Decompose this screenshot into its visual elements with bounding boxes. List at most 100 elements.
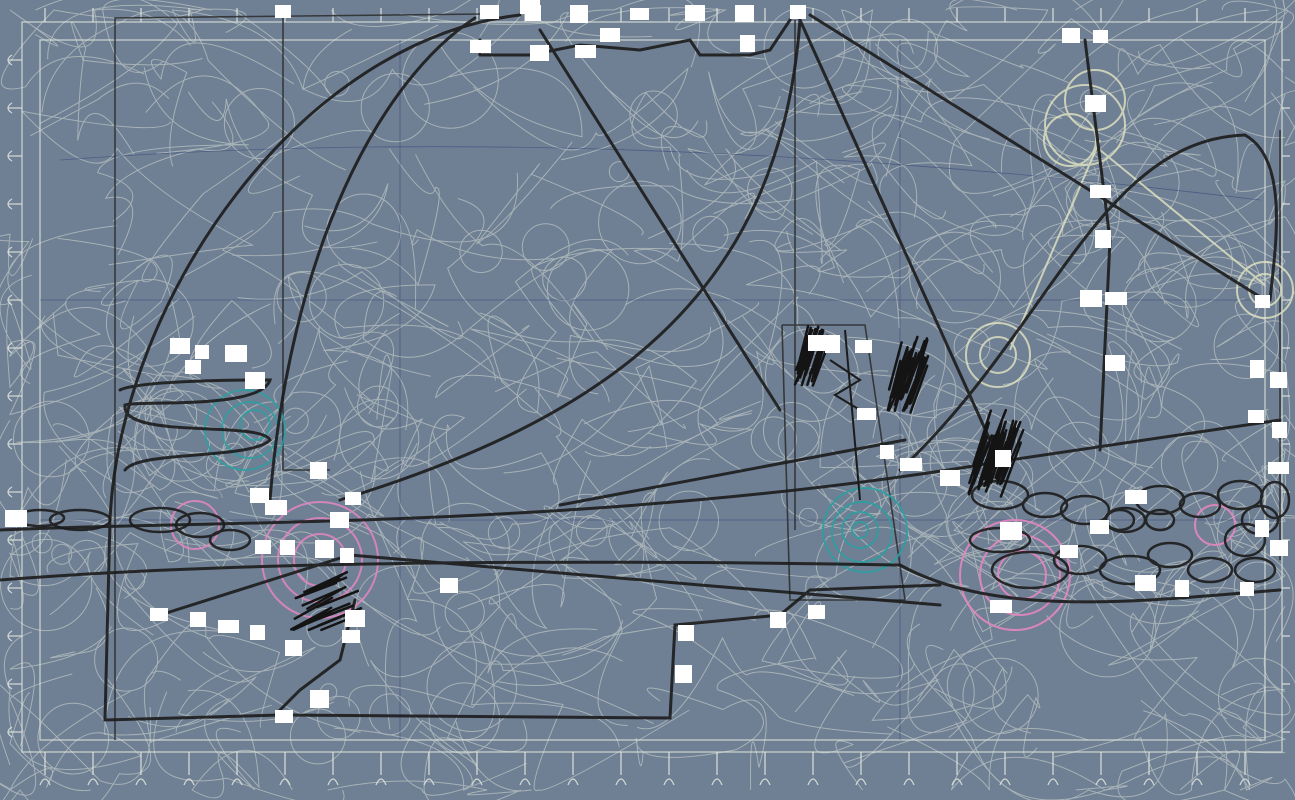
connection-node[interactable]: [330, 512, 349, 528]
connection-node[interactable]: [1090, 520, 1109, 534]
scribble-loop: [105, 278, 194, 367]
scribble-stroke: [102, 0, 212, 73]
connection-node[interactable]: [275, 710, 293, 723]
scribble-stroke: [871, 97, 1074, 229]
connection-node[interactable]: [1268, 462, 1289, 474]
connection-node[interactable]: [275, 5, 291, 18]
connection-nodes[interactable]: [5, 0, 1289, 723]
connection-node[interactable]: [1270, 540, 1288, 556]
connection-node[interactable]: [990, 600, 1012, 613]
connection-node[interactable]: [880, 445, 894, 459]
connection-node[interactable]: [1060, 545, 1078, 558]
hatch-stroke: [887, 364, 910, 412]
connection-node[interactable]: [480, 5, 499, 19]
connection-node[interactable]: [1125, 490, 1147, 504]
scribble-stroke: [697, 296, 818, 472]
connection-node[interactable]: [855, 340, 872, 353]
connection-node[interactable]: [310, 462, 327, 479]
connection-node[interactable]: [250, 625, 265, 640]
connection-node[interactable]: [520, 0, 540, 14]
connection-node[interactable]: [808, 605, 825, 619]
connection-node[interactable]: [185, 360, 201, 374]
connection-node[interactable]: [218, 620, 239, 633]
connection-node[interactable]: [310, 690, 329, 708]
connection-node[interactable]: [1272, 422, 1287, 438]
hatch-stroke: [1000, 428, 1025, 485]
connection-node[interactable]: [678, 625, 694, 641]
scribble-stroke: [370, 527, 501, 678]
connection-node[interactable]: [150, 608, 168, 621]
scribble-stroke: [435, 325, 573, 400]
scribble-loop: [1059, 580, 1157, 678]
connection-node[interactable]: [770, 612, 786, 628]
scribble-stroke: [187, 91, 378, 249]
connection-node[interactable]: [735, 5, 754, 22]
connection-node[interactable]: [1093, 30, 1108, 43]
connection-node[interactable]: [1270, 372, 1287, 388]
connection-node[interactable]: [940, 470, 960, 486]
connection-node[interactable]: [5, 510, 27, 527]
connection-node[interactable]: [857, 408, 876, 420]
connection-node[interactable]: [995, 450, 1011, 467]
connection-node[interactable]: [600, 28, 620, 42]
connection-node[interactable]: [440, 578, 458, 593]
connection-node[interactable]: [285, 640, 302, 656]
connection-node[interactable]: [1105, 355, 1125, 371]
connection-node[interactable]: [1240, 582, 1254, 596]
connection-node[interactable]: [470, 40, 491, 53]
connection-node[interactable]: [342, 630, 360, 643]
connection-node[interactable]: [1085, 95, 1106, 112]
connection-node[interactable]: [315, 540, 334, 558]
scribble-stroke: [1174, 92, 1295, 238]
connection-node[interactable]: [570, 5, 588, 23]
connection-node[interactable]: [1175, 580, 1189, 597]
connection-node[interactable]: [1248, 410, 1264, 423]
connection-node[interactable]: [170, 338, 190, 354]
connection-node[interactable]: [340, 548, 354, 563]
chain-loop: [208, 528, 252, 552]
connection-node[interactable]: [685, 5, 705, 21]
connection-node[interactable]: [195, 345, 209, 359]
connection-node[interactable]: [255, 540, 271, 554]
scribble-stroke: [250, 471, 377, 580]
connection-node[interactable]: [1080, 290, 1102, 307]
connection-node[interactable]: [245, 372, 265, 389]
connection-node[interactable]: [190, 612, 206, 627]
scribble-stroke: [0, 4, 204, 90]
connection-node[interactable]: [675, 665, 692, 683]
connection-node[interactable]: [790, 5, 806, 19]
chain-loop: [1021, 491, 1069, 519]
connection-node[interactable]: [1255, 520, 1269, 537]
connection-node[interactable]: [280, 540, 295, 555]
wire-top-bar: [478, 18, 792, 57]
connection-node[interactable]: [1000, 522, 1022, 540]
scribble-stroke: [16, 336, 174, 444]
connection-node[interactable]: [1105, 292, 1127, 305]
connection-node[interactable]: [630, 8, 649, 20]
hatch-stroke: [898, 351, 921, 401]
connection-node[interactable]: [900, 458, 922, 471]
connection-node[interactable]: [530, 45, 549, 61]
connection-node[interactable]: [345, 610, 365, 627]
connection-node[interactable]: [575, 45, 596, 58]
connection-node[interactable]: [250, 488, 269, 503]
connection-node[interactable]: [740, 35, 755, 52]
connection-node[interactable]: [1255, 295, 1270, 308]
connection-node[interactable]: [1250, 360, 1264, 378]
scribble-loop: [763, 402, 821, 460]
scribble-stroke: [1217, 682, 1287, 754]
frame-tick: [135, 752, 147, 786]
connection-node[interactable]: [265, 500, 287, 515]
scribble-stroke: [989, 366, 1162, 591]
connection-node[interactable]: [825, 335, 840, 353]
connection-node[interactable]: [345, 492, 361, 505]
connection-node[interactable]: [808, 335, 827, 351]
connection-node[interactable]: [1062, 28, 1080, 43]
connection-node[interactable]: [225, 345, 247, 362]
scribble-stroke: [749, 239, 846, 394]
connection-node[interactable]: [1095, 230, 1111, 248]
connection-node[interactable]: [1090, 185, 1111, 198]
connection-node[interactable]: [1135, 575, 1156, 591]
